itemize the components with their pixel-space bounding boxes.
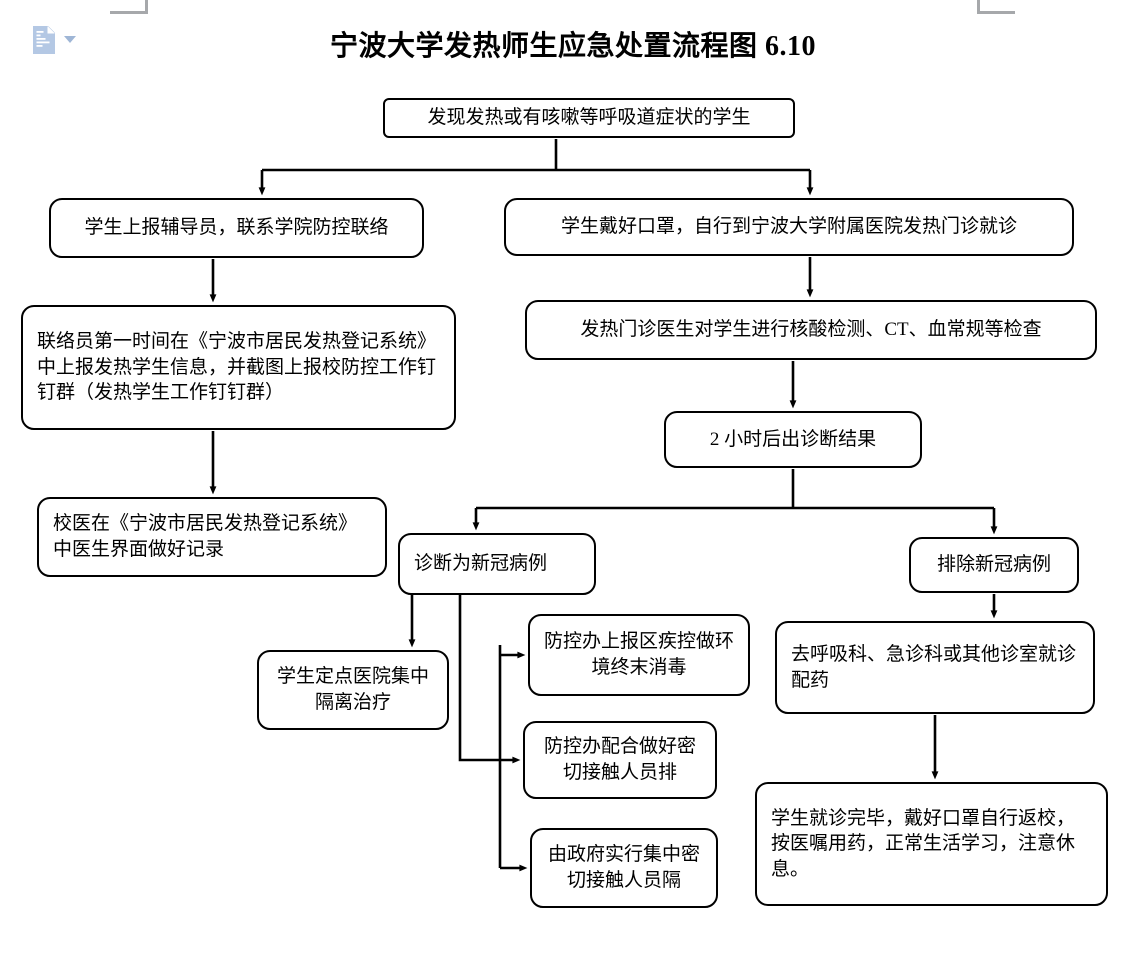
flow-node-n8[interactable]: 诊断为新冠病例 — [398, 533, 596, 595]
page-title: 宁波大学发热师生应急处置流程图 6.10 — [329, 31, 816, 62]
flow-node-label: 由政府实行集中密切接触人员隔 — [547, 844, 700, 891]
flow-node-label: 2 小时后出诊断结果 — [709, 428, 877, 450]
flow-node-n11[interactable]: 防控办上报区疾控做环境终末消毒 — [528, 614, 750, 696]
flow-node-n10[interactable]: 学生定点医院集中隔离治疗 — [257, 650, 449, 730]
flow-node-n9[interactable]: 排除新冠病例 — [909, 537, 1079, 593]
flow-node-n14[interactable]: 去呼吸科、急诊科或其他诊室就诊配药 — [775, 621, 1095, 714]
flow-node-label: 防控办上报区疾控做环境终末消毒 — [543, 631, 734, 678]
flow-node-label: 排除新冠病例 — [936, 554, 1051, 576]
flow-node-label: 学生就诊完毕，戴好口罩自行返校，按医嘱用药，正常生活学习，注意休息。 — [771, 807, 1076, 880]
flow-node-label: 学生定点医院集中隔离治疗 — [276, 666, 429, 713]
top-left-crop-mark — [110, 11, 148, 14]
flow-node-label: 诊断为新冠病例 — [414, 553, 548, 575]
flow-node-label: 去呼吸科、急诊科或其他诊室就诊配药 — [791, 643, 1077, 691]
flow-node-n1[interactable]: 发现发热或有咳嗽等呼吸道症状的学生 — [383, 98, 795, 138]
flow-node-label: 校医在《宁波市居民发热登记系统》中医生界面做好记录 — [53, 513, 358, 560]
top-left-crop-tick — [145, 0, 148, 14]
flow-node-n4[interactable]: 校医在《宁波市居民发热登记系统》中医生界面做好记录 — [37, 497, 387, 577]
top-right-crop-tick — [977, 0, 980, 14]
flow-node-n6[interactable]: 发热门诊医生对学生进行核酸检测、CT、血常规等检查 — [525, 300, 1097, 360]
flow-node-n2[interactable]: 学生上报辅导员，联系学院防控联络 — [49, 198, 424, 258]
document-icon[interactable] — [33, 26, 55, 54]
flow-node-label: 发热门诊医生对学生进行核酸检测、CT、血常规等检查 — [580, 319, 1042, 341]
flow-node-n7[interactable]: 2 小时后出诊断结果 — [664, 411, 922, 468]
flow-node-n13[interactable]: 由政府实行集中密切接触人员隔 — [530, 828, 718, 908]
flow-node-n15[interactable]: 学生就诊完毕，戴好口罩自行返校，按医嘱用药，正常生活学习，注意休息。 — [755, 782, 1108, 906]
flow-node-label: 联络员第一时间在《宁波市居民发热登记系统》中上报发热学生信息，并截图上报校防控工… — [37, 331, 437, 404]
flow-node-n12[interactable]: 防控办配合做好密切接触人员排 — [523, 721, 717, 799]
flow-node-label: 发现发热或有咳嗽等呼吸道症状的学生 — [427, 107, 751, 129]
flow-node-label: 防控办配合做好密切接触人员排 — [543, 736, 696, 783]
flow-node-n3[interactable]: 联络员第一时间在《宁波市居民发热登记系统》中上报发热学生信息，并截图上报校防控工… — [21, 305, 456, 430]
flow-node-n5[interactable]: 学生戴好口罩，自行到宁波大学附属医院发热门诊就诊 — [504, 198, 1074, 256]
flow-node-label: 学生戴好口罩，自行到宁波大学附属医院发热门诊就诊 — [560, 216, 1017, 238]
top-right-crop-mark — [977, 11, 1015, 14]
flow-node-label: 学生上报辅导员，联系学院防控联络 — [84, 217, 389, 239]
chevron-down-icon[interactable] — [64, 36, 76, 43]
